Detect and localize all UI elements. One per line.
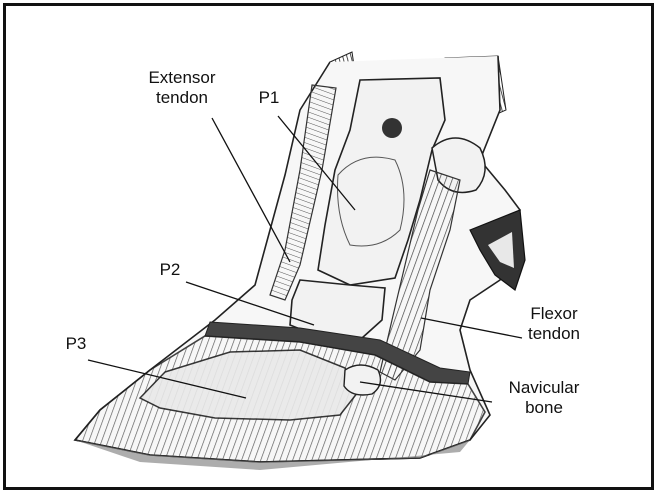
navicular-bone: [344, 365, 380, 395]
label-p2: P2: [150, 260, 190, 280]
label-p1: P1: [249, 88, 289, 108]
label-flexor-line1: Flexor: [514, 304, 594, 324]
label-navicular-line1: Navicular: [494, 378, 594, 398]
label-extensor-line2: tendon: [134, 88, 230, 108]
label-extensor-line1: Extensor: [134, 68, 230, 88]
label-flexor-line2: tendon: [514, 324, 594, 344]
label-p3: P3: [56, 334, 96, 354]
label-flexor-tendon: Flexor tendon: [514, 304, 594, 344]
label-navicular-bone: Navicular bone: [494, 378, 594, 418]
leader-line-extensor: [212, 118, 290, 262]
p1-joint-shadow: [382, 118, 402, 138]
label-navicular-line2: bone: [494, 398, 594, 418]
label-extensor-tendon: Extensor tendon: [134, 68, 230, 108]
